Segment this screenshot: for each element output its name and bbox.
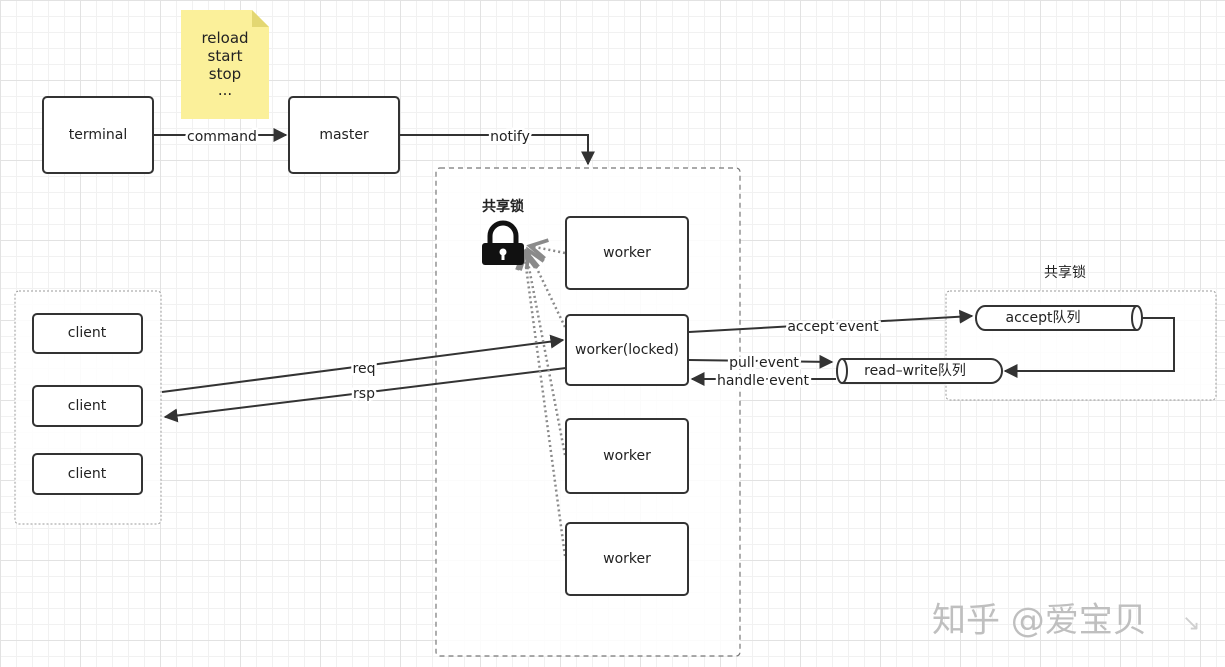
worker-node-bottom: [565, 522, 689, 596]
edge-rsp: [163, 367, 567, 423]
client-node-2: [32, 385, 143, 427]
edge-accept-event: [688, 309, 974, 333]
read-write-queue: read–write队列: [836, 358, 1003, 384]
master-node: [288, 96, 400, 174]
label-pull-event: pull event: [729, 355, 799, 371]
edge-worker-bottom-lock: [524, 252, 567, 557]
shared-lock-label-left: 共享锁: [482, 198, 524, 215]
worker-node-mid: [565, 418, 689, 494]
command-note: reload start stop ...: [181, 10, 269, 119]
worker-mid-label: worker: [603, 448, 651, 464]
client-3-label: client: [68, 466, 107, 482]
client-node-1: [32, 313, 143, 354]
master-label: master: [319, 127, 369, 143]
read-write-queue-label: read–write队列: [864, 363, 966, 379]
watermark-tail-glyph: ↘: [1182, 611, 1200, 636]
label-handle-event: handle event: [717, 373, 810, 389]
edge-pull-event: [688, 354, 834, 369]
worker-node-locked: [565, 314, 689, 386]
shared-lock-label-right: 共享锁: [1044, 264, 1086, 281]
worker-node-top: [565, 216, 689, 290]
worker-locked-label: worker(locked): [575, 342, 679, 358]
note-line-ellipsis: ...: [218, 81, 232, 99]
label-req: req: [353, 361, 376, 377]
edge-accept-to-readwrite: [1003, 317, 1175, 378]
note-line-start: start: [208, 47, 243, 65]
label-notify: notify: [490, 129, 530, 145]
note-line-stop: stop: [209, 65, 241, 83]
terminal-label: terminal: [69, 127, 127, 143]
label-accept-event: accept event: [787, 319, 879, 335]
worker-bottom-label: worker: [603, 551, 651, 567]
note-line-reload: reload: [201, 29, 248, 47]
worker-top-label: worker: [603, 245, 651, 261]
label-rsp: rsp: [353, 386, 375, 402]
client-1-label: client: [68, 325, 107, 341]
terminal-node: [42, 96, 154, 174]
client-node-3: [32, 453, 143, 495]
edge-worker-top-lock: [530, 246, 566, 253]
edge-notify: [400, 134, 595, 166]
accept-queue-label: accept队列: [1006, 310, 1081, 326]
edge-req: [161, 334, 565, 393]
client-2-label: client: [68, 398, 107, 414]
watermark: 知乎 @爱宝贝: [932, 601, 1147, 641]
lock-icon: [482, 220, 524, 265]
label-command: command: [187, 129, 257, 145]
accept-queue: accept队列: [975, 305, 1143, 331]
